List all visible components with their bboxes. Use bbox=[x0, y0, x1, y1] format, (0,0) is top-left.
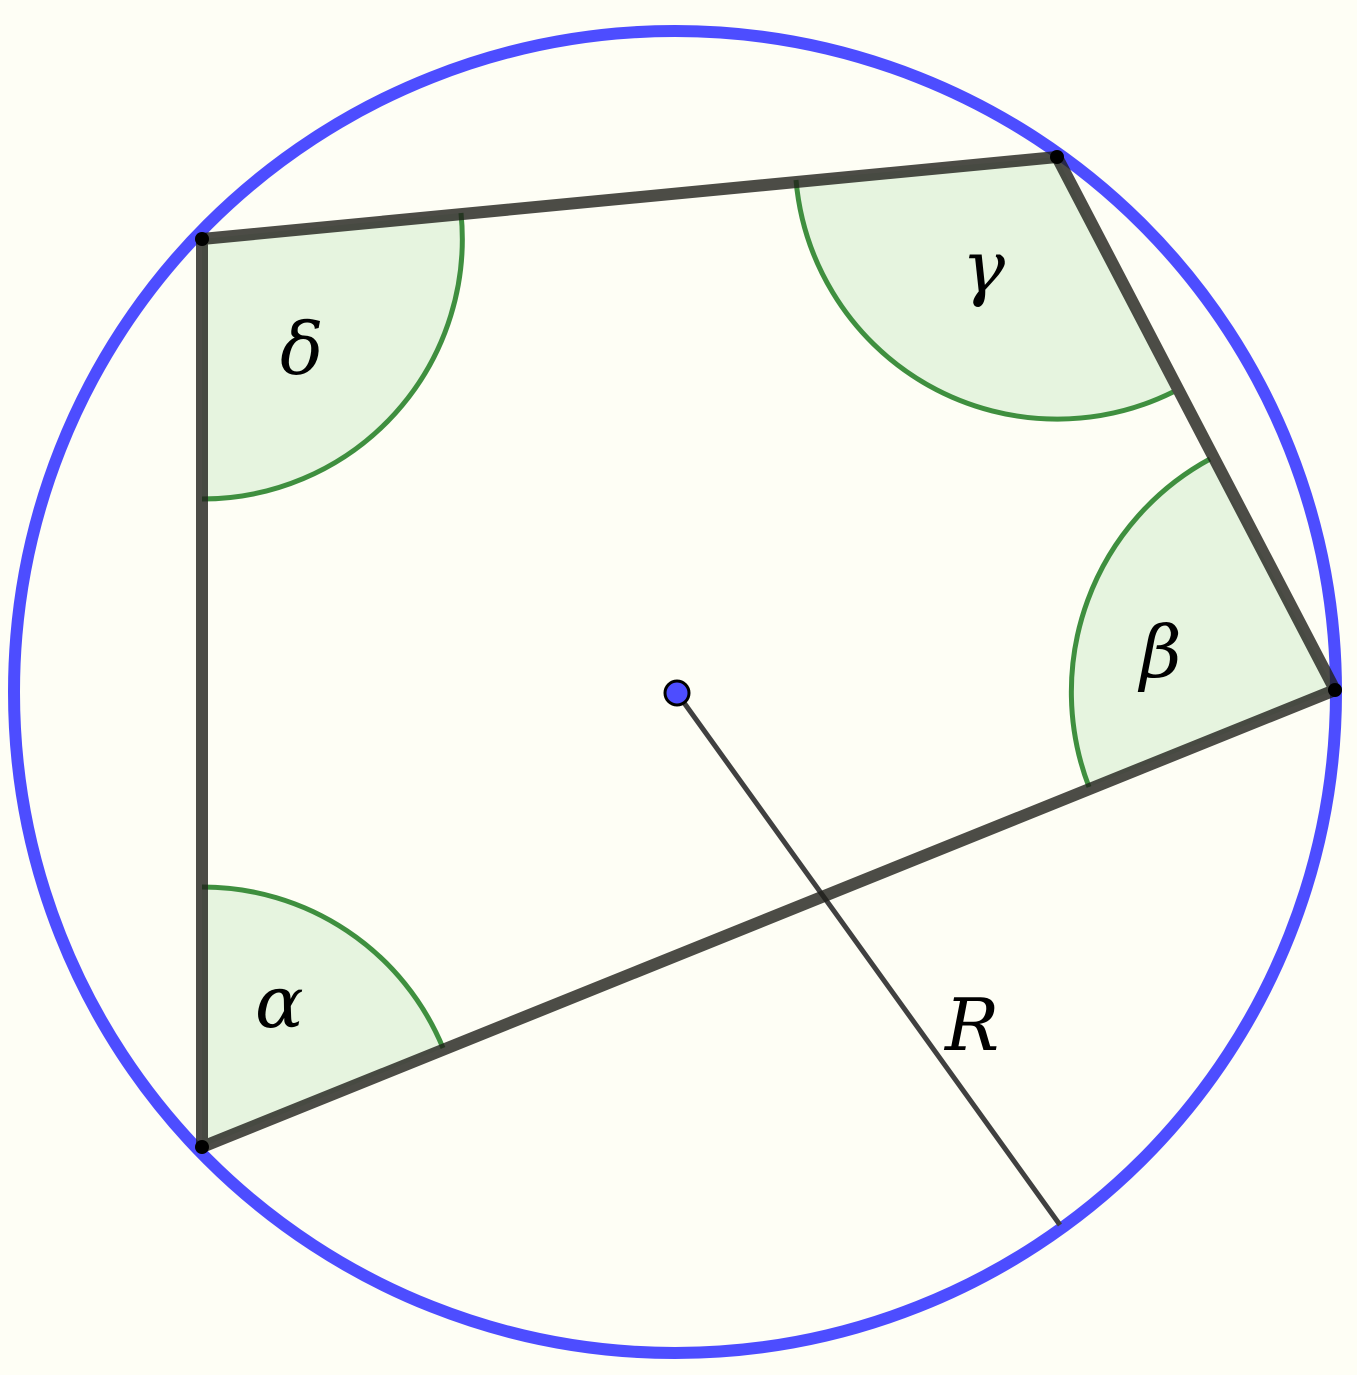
angle-alpha-sector bbox=[202, 886, 443, 1147]
vertex-top-right bbox=[1050, 150, 1064, 164]
label-gamma: γ bbox=[962, 225, 1006, 309]
angle-beta-sector bbox=[1071, 459, 1335, 787]
angle-delta-sector bbox=[202, 213, 463, 500]
circle-center-point bbox=[663, 679, 691, 707]
vertex-right bbox=[1328, 683, 1342, 697]
angle-beta-arc bbox=[1068, 456, 1212, 788]
angle-gamma-sector bbox=[796, 157, 1173, 420]
label-beta: β bbox=[1137, 610, 1182, 694]
vertex-bottom-left bbox=[195, 1140, 209, 1154]
angle-alpha-arc bbox=[201, 884, 446, 1049]
label-alpha: α bbox=[255, 960, 304, 1044]
angle-delta-arc bbox=[201, 212, 465, 502]
label-delta: δ bbox=[280, 307, 323, 391]
radius-segment bbox=[674, 691, 1063, 1227]
label-radius: R bbox=[943, 983, 999, 1067]
vertex-top-left bbox=[195, 232, 209, 246]
angle-gamma-arc bbox=[793, 179, 1175, 422]
